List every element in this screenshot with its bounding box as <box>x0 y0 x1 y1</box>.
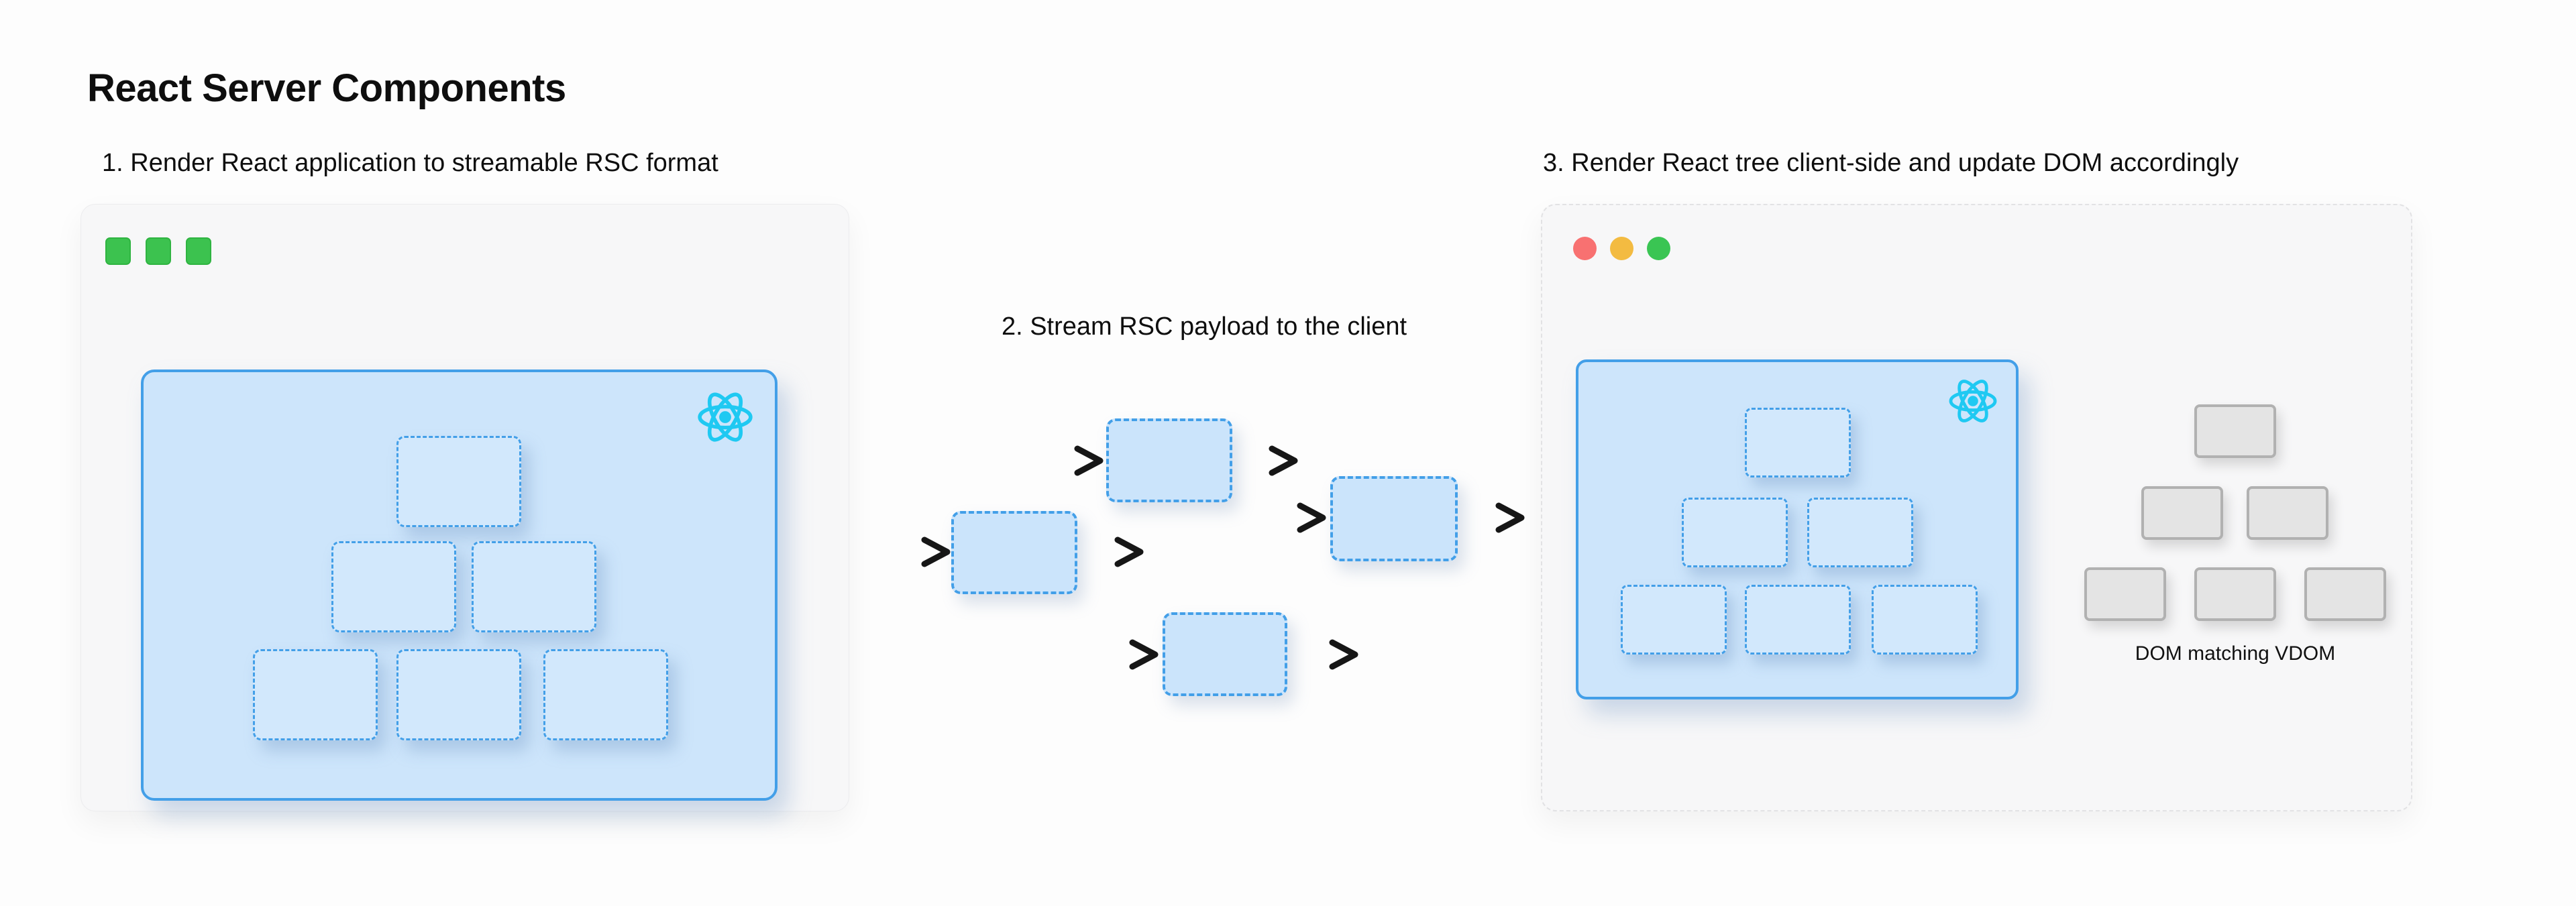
green-square-icon <box>105 237 131 265</box>
vdom-node <box>1807 498 1913 567</box>
vdom-node <box>396 649 521 740</box>
dom-node <box>2084 567 2166 621</box>
vdom-node-root <box>1745 408 1851 477</box>
dom-tree-label: DOM matching VDOM <box>2135 642 2336 665</box>
dom-node <box>2141 486 2223 540</box>
step2-heading: 2. Stream RSC payload to the client <box>1001 313 1407 341</box>
rsc-chunk <box>951 511 1077 594</box>
server-react-tree-canvas <box>141 370 777 801</box>
vdom-node <box>1682 498 1788 567</box>
right-arrow-icon <box>1024 445 1104 476</box>
dom-node <box>2247 486 2328 540</box>
react-logo-icon <box>1947 378 1998 424</box>
vdom-node <box>543 649 668 740</box>
vdom-node-root <box>396 436 521 527</box>
right-arrow-icon <box>1445 502 1525 533</box>
dom-node <box>2194 567 2276 621</box>
right-arrow-icon <box>1246 502 1327 533</box>
browser-window-panel: DOM matching VDOM <box>1541 204 2412 811</box>
vdom-node <box>1621 585 1727 655</box>
traffic-light-red-icon <box>1573 237 1597 260</box>
rsc-chunk <box>1163 612 1287 696</box>
vdom-node <box>1745 585 1851 655</box>
traffic-light-green-icon <box>1647 237 1670 260</box>
vdom-node <box>472 541 596 632</box>
right-arrow-icon <box>1218 445 1299 476</box>
dom-node-root <box>2194 404 2276 458</box>
rsc-chunk <box>1330 476 1458 561</box>
right-arrow-icon <box>871 536 951 567</box>
green-square-icon <box>186 237 211 265</box>
server-window-panel <box>80 204 849 811</box>
vdom-node <box>1872 585 1978 655</box>
dom-node <box>2304 567 2386 621</box>
rsc-chunk <box>1106 418 1232 502</box>
right-arrow-icon <box>1079 639 1159 670</box>
right-arrow-icon <box>1279 639 1359 670</box>
page-title: React Server Components <box>87 66 566 110</box>
vdom-node <box>331 541 456 632</box>
vdom-node <box>253 649 378 740</box>
green-square-icon <box>146 237 171 265</box>
step1-heading: 1. Render React application to streamabl… <box>102 149 718 177</box>
step3-heading: 3. Render React tree client-side and upd… <box>1543 149 2239 177</box>
right-arrow-icon <box>1064 536 1144 567</box>
client-react-tree-canvas <box>1576 359 2019 699</box>
traffic-light-yellow-icon <box>1610 237 1633 260</box>
react-logo-icon <box>696 391 755 443</box>
